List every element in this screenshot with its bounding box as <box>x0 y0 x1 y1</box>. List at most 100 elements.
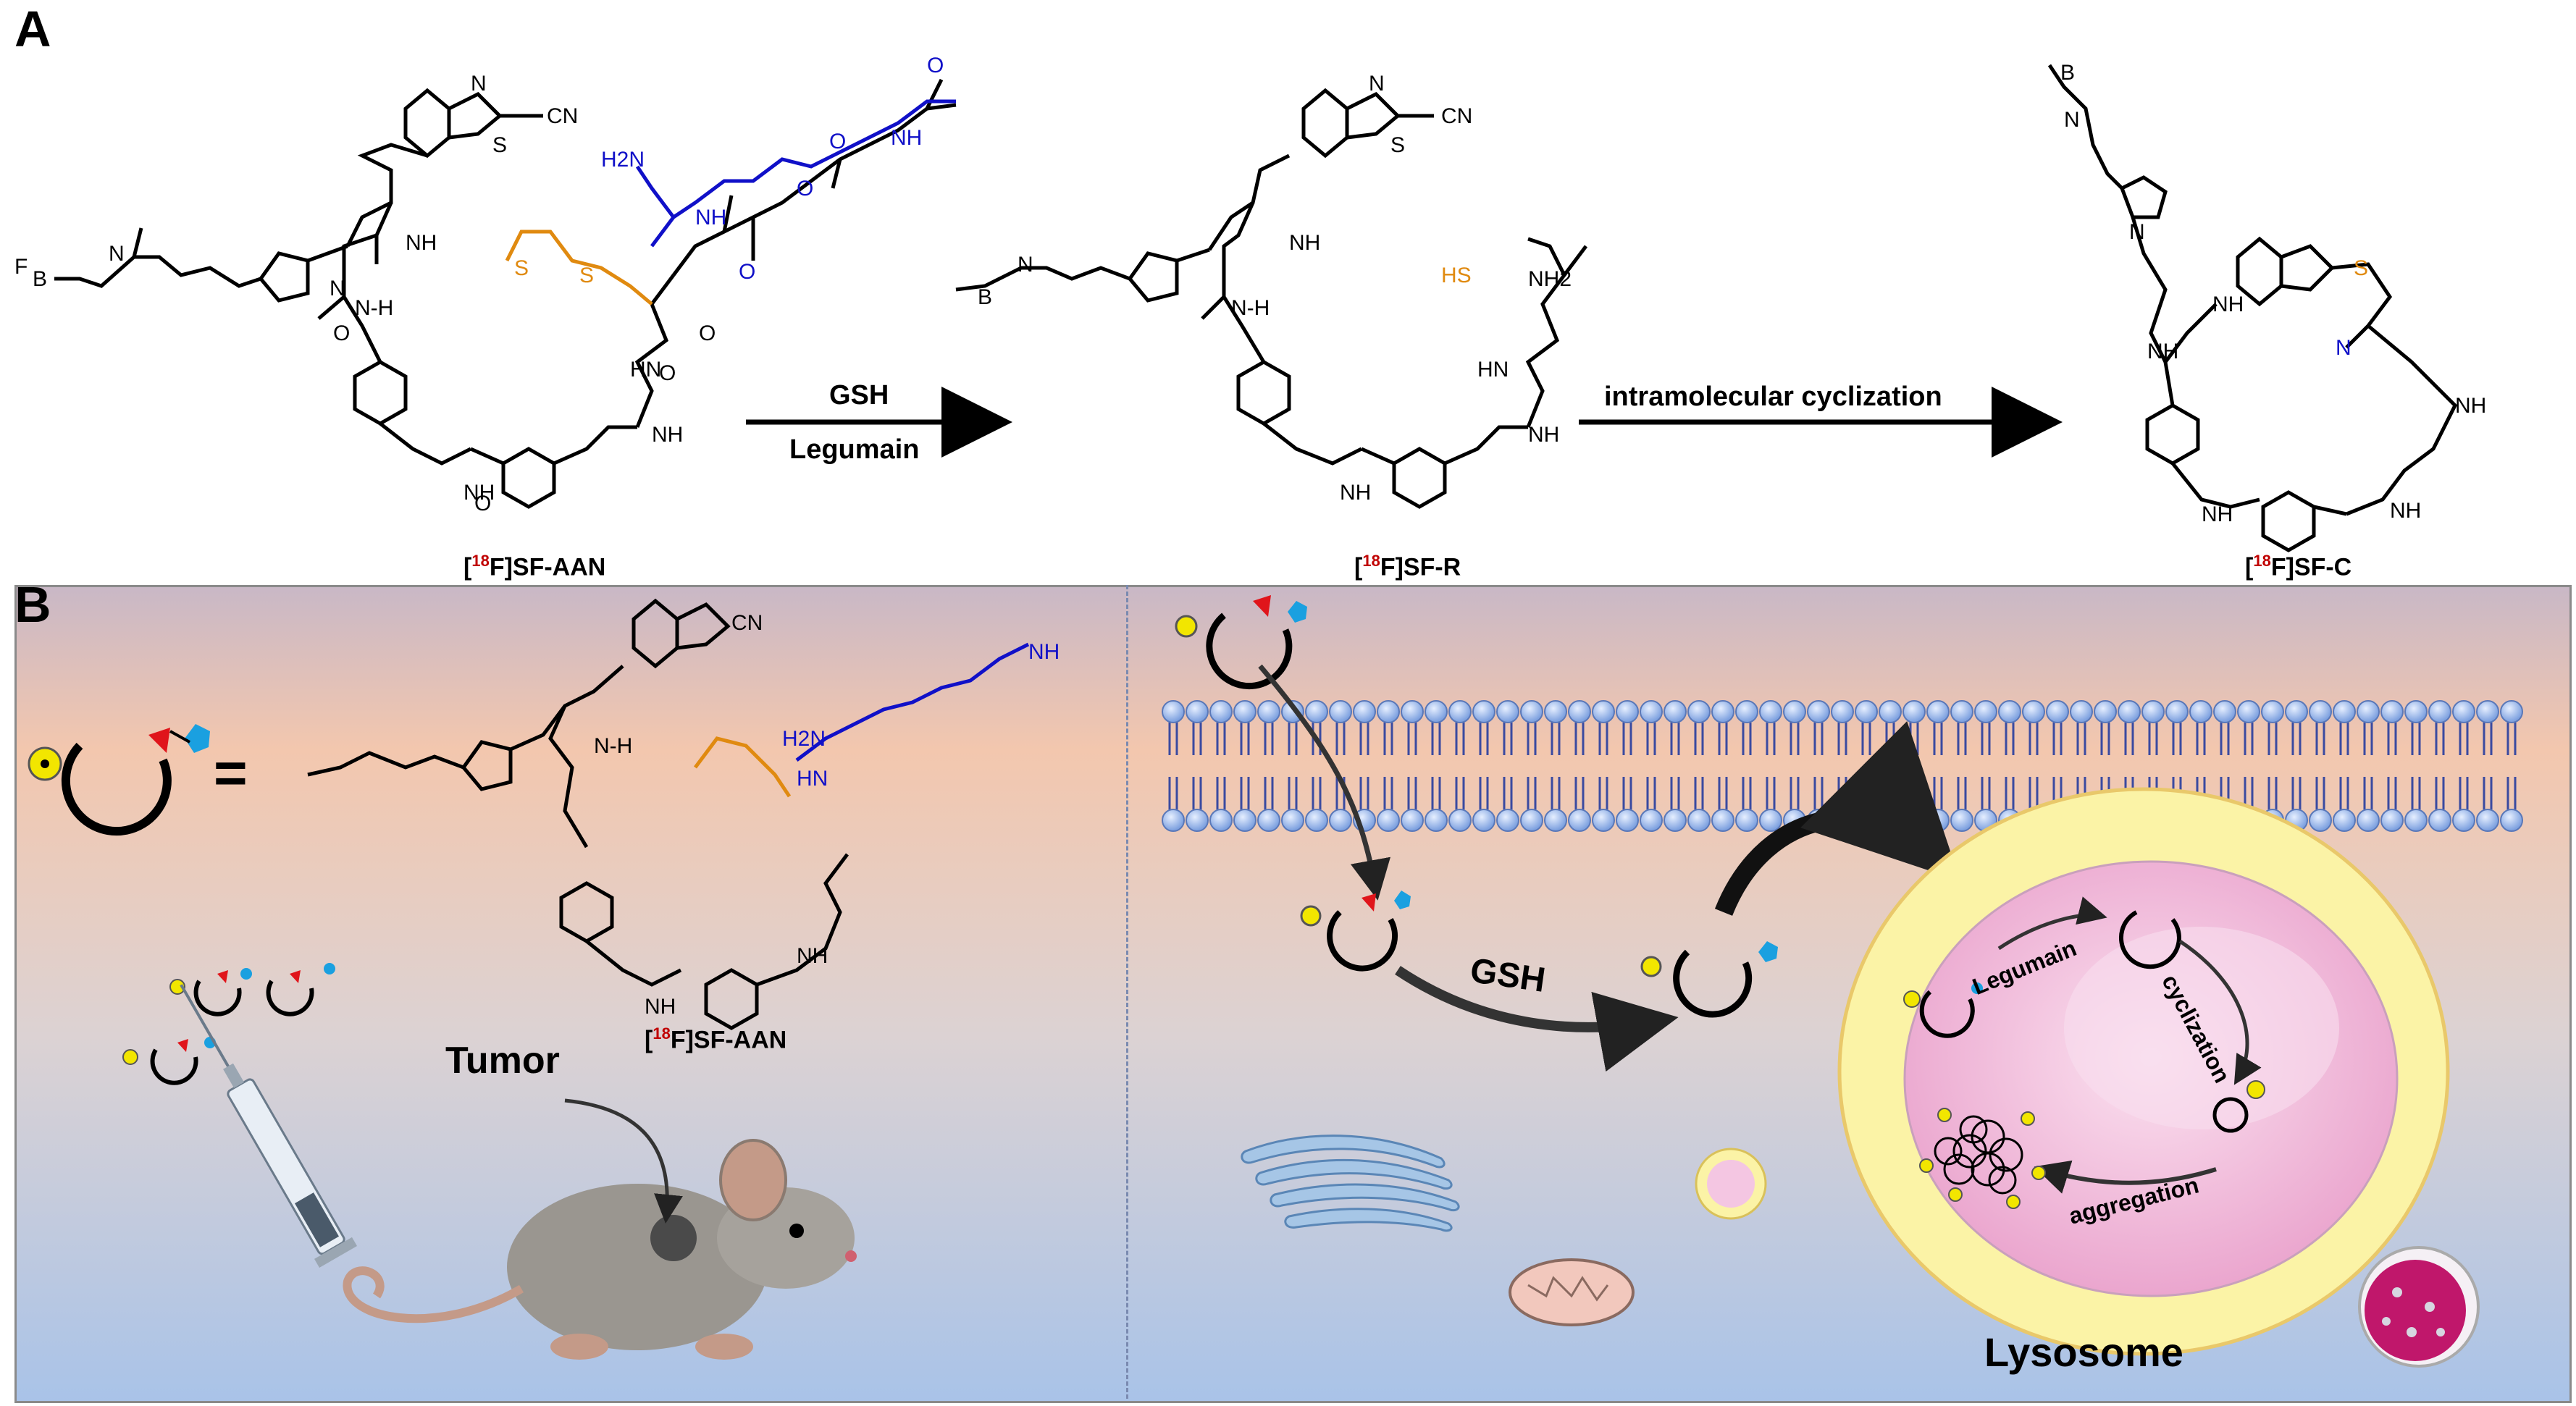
lipid-head <box>1162 700 1185 723</box>
svg-text:NH: NH <box>2390 499 2421 523</box>
lipid-tail <box>1598 777 1608 809</box>
lysosome-entry-arrow <box>1714 721 1960 916</box>
lipid-head <box>1329 809 1352 832</box>
lipid-head <box>1329 700 1352 723</box>
lipid-head <box>1711 700 1734 723</box>
svg-text:NH: NH <box>891 126 922 150</box>
arrow1-top-label: GSH <box>829 380 889 411</box>
lipid-head <box>1209 700 1233 723</box>
lipid-head <box>1472 809 1495 832</box>
aggregate-radio-icons <box>1919 1108 2046 1209</box>
lipid-tail <box>2291 777 2302 809</box>
lipid-tail <box>1264 777 1274 809</box>
lipid-head <box>2357 700 2380 723</box>
lipid-head <box>1233 809 1256 832</box>
lipid-head <box>1233 700 1256 723</box>
lipid-head <box>2022 700 2045 723</box>
mitochondrion-icon <box>1509 1258 1635 1326</box>
equals-sign: = <box>214 741 248 805</box>
svg-text:NH: NH <box>406 231 437 255</box>
svg-text:HN: HN <box>797 767 828 791</box>
lysosome <box>1837 787 2450 1356</box>
lipid-head <box>2380 809 2404 832</box>
lipid-head <box>1998 700 2021 723</box>
lipid-head <box>2476 700 2499 723</box>
svg-text:O: O <box>829 130 846 153</box>
lipid-head <box>2261 700 2284 723</box>
lipid-tail <box>1670 723 1680 755</box>
lipid-head <box>2333 809 2356 832</box>
lipid-tail <box>1622 777 1632 809</box>
lipid-head <box>1926 700 1950 723</box>
tumor-arrow <box>564 1098 683 1224</box>
svg-text:N: N <box>1018 253 1033 277</box>
lipid-tail <box>1598 723 1608 755</box>
lipid-tail <box>2483 723 2493 755</box>
lipid-head <box>2404 700 2428 723</box>
lipid-head <box>1616 700 1639 723</box>
svg-text:CN: CN <box>1441 104 1472 128</box>
label-sf-c: [18F]SF-C <box>2245 552 2352 581</box>
lipid-tail <box>2148 723 2158 755</box>
lipid-head <box>1711 809 1734 832</box>
probe-inside <box>1300 891 1411 972</box>
compound-structure-b <box>307 598 849 1030</box>
svg-text:O: O <box>739 260 755 284</box>
label-sf-aan: [18F]SF-AAN <box>463 552 606 581</box>
lipid-tail <box>2267 777 2278 809</box>
svg-text:N: N <box>330 277 345 300</box>
lipid-tail <box>1479 777 1489 809</box>
lipid-head <box>1616 809 1639 832</box>
label-sf-r: [18F]SF-R <box>1354 552 1461 581</box>
golgi-icon <box>1241 1135 1460 1232</box>
lipid-tail <box>1885 723 1895 755</box>
lipid-tail <box>1503 777 1513 809</box>
svg-text:N: N <box>2064 108 2080 132</box>
lipid-tail <box>1407 777 1417 809</box>
lipid-tail <box>2196 723 2206 755</box>
svg-text:N: N <box>2336 336 2351 360</box>
lipid-tail <box>2052 723 2063 755</box>
lipid-tail <box>1646 777 1656 809</box>
svg-text:N: N <box>2129 220 2145 244</box>
lipid-tail <box>1431 777 1441 809</box>
lipid-head <box>1783 700 1806 723</box>
lipid-tail <box>2124 723 2134 755</box>
petri-dish-icon <box>2358 1246 2480 1368</box>
lipid-head <box>1209 809 1233 832</box>
lipid-head <box>1855 700 1878 723</box>
lipid-head <box>1926 809 1950 832</box>
lipid-head <box>1640 809 1663 832</box>
lipid-tail <box>1192 777 1202 809</box>
mouse-icon <box>343 1139 857 1360</box>
lipid-tail <box>1168 777 1178 809</box>
svg-text:O: O <box>699 321 716 345</box>
lipid-tail <box>1407 723 1417 755</box>
tumor-label: Tumor <box>445 1040 560 1082</box>
lipid-head <box>1592 809 1615 832</box>
probe-in-lysosome <box>1903 982 1983 1038</box>
atom-f1: F <box>14 255 28 279</box>
lipid-head <box>2452 809 2475 832</box>
lipid-tail <box>2315 723 2325 755</box>
lipid-tail <box>2387 777 2397 809</box>
lipid-head <box>1592 700 1615 723</box>
panel-b-divider <box>1126 585 1128 1399</box>
lipid-head <box>1496 700 1519 723</box>
arrow2-top-label: intramolecular cyclization <box>1604 382 1942 412</box>
lipid-tail <box>2339 723 2349 755</box>
probe-icon-large <box>28 724 210 836</box>
lipid-tail <box>2029 723 2039 755</box>
lipid-tail <box>1837 723 1847 755</box>
svg-text:NH: NH <box>652 423 683 447</box>
svg-text:NH: NH <box>1340 481 1371 505</box>
lipid-head <box>1377 700 1400 723</box>
lipid-head <box>1186 809 1209 832</box>
legumain-arrow <box>1997 896 2107 951</box>
lipid-tail <box>2387 723 2397 755</box>
svg-text:NH2: NH2 <box>1528 267 1572 291</box>
lipid-head <box>1257 809 1280 832</box>
lipid-tail <box>2076 723 2086 755</box>
probe-icon-small-3 <box>122 1037 216 1085</box>
lipid-head <box>1687 809 1711 832</box>
